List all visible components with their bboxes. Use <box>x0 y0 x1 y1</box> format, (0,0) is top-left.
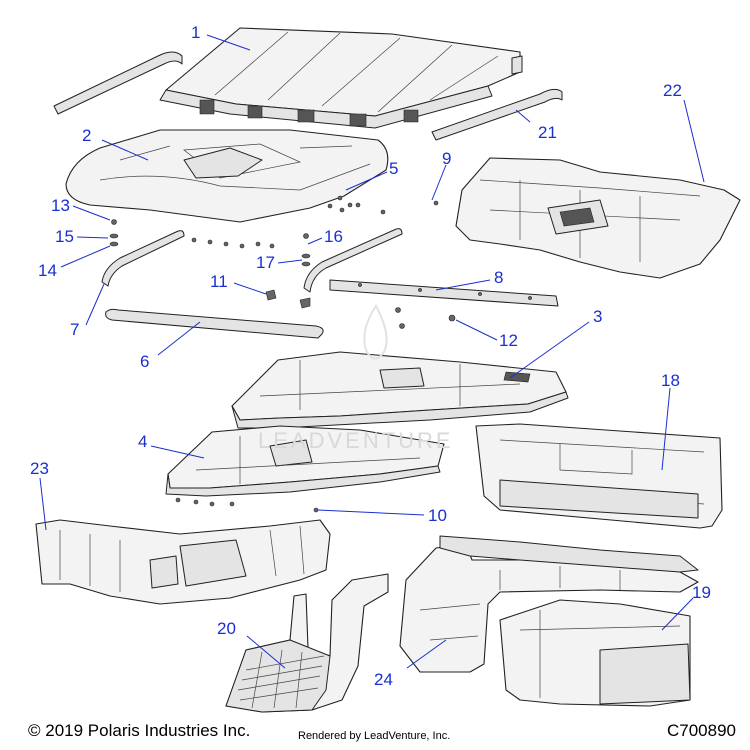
part-19-rear-lower-panel <box>499 599 691 707</box>
roof-fasteners <box>109 195 456 329</box>
callout-9: 9 <box>442 149 451 168</box>
part-1-roof <box>159 27 523 129</box>
part-8-crossbar <box>329 279 559 307</box>
callout-12: 12 <box>499 331 518 350</box>
leader-lines <box>39 34 705 669</box>
callout-5: 5 <box>389 159 398 178</box>
callout-7: 7 <box>70 320 79 339</box>
part-24-side-panel <box>399 535 699 673</box>
callout-14: 14 <box>38 261 57 280</box>
callout-16: 16 <box>324 227 343 246</box>
callout-15: 15 <box>55 227 74 246</box>
callout-18: 18 <box>661 371 680 390</box>
callout-labels: 1 2 3 4 5 6 7 8 9 10 11 12 13 14 15 16 1… <box>30 23 711 689</box>
part-20-footrest <box>225 573 389 713</box>
callout-4: 4 <box>138 432 147 451</box>
callout-3: 3 <box>593 307 602 326</box>
callout-17: 17 <box>256 253 275 272</box>
part-22-dash-upper <box>455 157 741 279</box>
diagram-code: C700890 <box>666 721 736 740</box>
part-21-rail-right <box>431 88 563 141</box>
roof-rail-left <box>53 51 183 115</box>
copyright-text: © 2019 Polaris Industries Inc. <box>28 721 251 740</box>
callout-8: 8 <box>494 268 503 287</box>
callout-2: 2 <box>82 126 91 145</box>
callout-20: 20 <box>217 619 236 638</box>
callout-10: 10 <box>428 506 447 525</box>
rendered-by-text: Rendered by LeadVenture, Inc. <box>298 730 451 742</box>
callout-11: 11 <box>210 272 228 291</box>
side-trim-right <box>303 228 403 293</box>
callout-1: 1 <box>191 23 200 42</box>
callout-23: 23 <box>30 459 49 478</box>
watermark-text: LEADVENTURE <box>258 428 454 453</box>
part-2-headliner <box>65 129 389 223</box>
callout-13: 13 <box>51 196 70 215</box>
part-4-lower-tray <box>165 425 445 513</box>
part-6-seal <box>105 308 324 339</box>
callout-22: 22 <box>663 81 682 100</box>
part-18-rear-panel <box>475 423 723 529</box>
callout-19: 19 <box>692 583 711 602</box>
part-23-dash-lower <box>35 519 331 605</box>
callout-21: 21 <box>538 123 557 142</box>
watermark-flame <box>363 304 388 360</box>
callout-6: 6 <box>140 352 149 371</box>
part-7-side-trim <box>101 230 185 287</box>
part-3-floor-tray <box>231 351 569 429</box>
callout-24: 24 <box>374 670 393 689</box>
